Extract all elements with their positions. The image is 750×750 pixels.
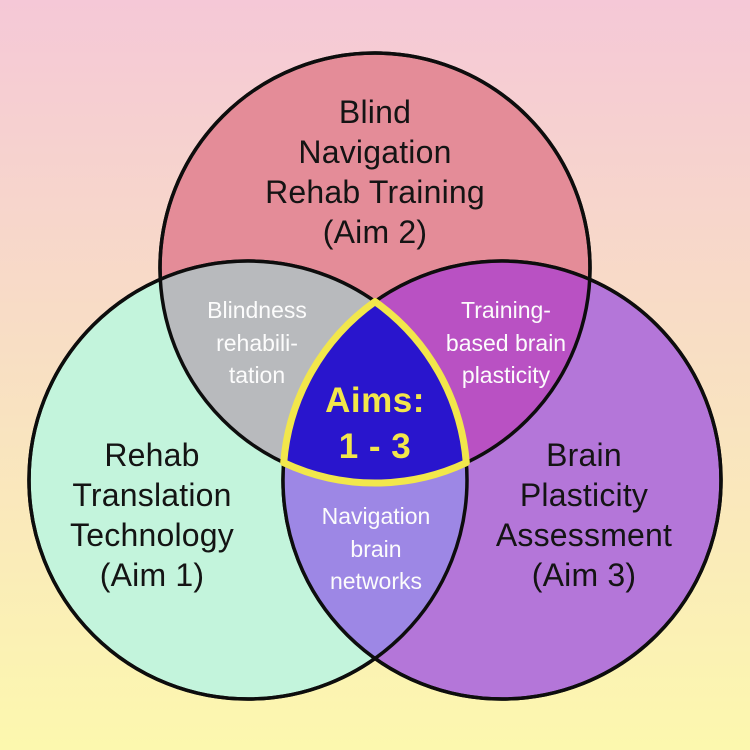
- overlap-aim1-aim3: [283, 462, 467, 659]
- overlap-all-aims: [280, 298, 470, 487]
- overlap-aim2-aim3: [375, 260, 590, 463]
- overlap-aim1-aim2: [160, 260, 375, 463]
- circle-aim1-outline: [27, 259, 469, 701]
- circle-aim3-outline: [281, 259, 723, 701]
